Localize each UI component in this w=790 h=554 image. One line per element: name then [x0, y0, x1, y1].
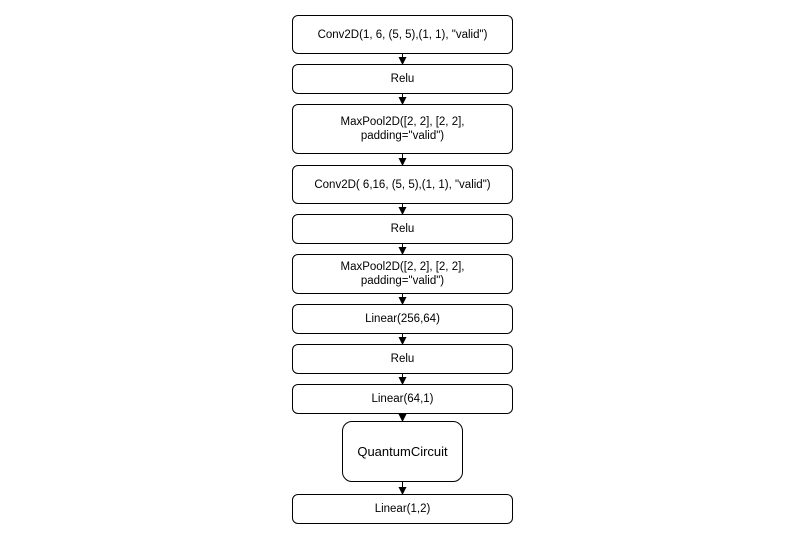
relu-2-node[interactable]: Relu: [292, 214, 513, 244]
conv2d-1-node[interactable]: Conv2D(1, 6, (5, 5),(1, 1), "valid"): [292, 15, 513, 54]
quantum-circuit-node[interactable]: QuantumCircuit: [342, 421, 463, 482]
linear-256-64-node[interactable]: Linear(256,64): [292, 304, 513, 334]
linear-1-2-node[interactable]: Linear(1,2): [292, 494, 513, 524]
conv2d-2-node[interactable]: Conv2D( 6,16, (5, 5),(1, 1), "valid"): [292, 165, 513, 204]
relu-3-node[interactable]: Relu: [292, 344, 513, 374]
maxpool2d-2-node[interactable]: MaxPool2D([2, 2], [2, 2], padding="valid…: [292, 254, 513, 294]
linear-64-1-node[interactable]: Linear(64,1): [292, 384, 513, 414]
relu-1-node[interactable]: Relu: [292, 64, 513, 94]
maxpool2d-1-node[interactable]: MaxPool2D([2, 2], [2, 2], padding="valid…: [292, 104, 513, 154]
